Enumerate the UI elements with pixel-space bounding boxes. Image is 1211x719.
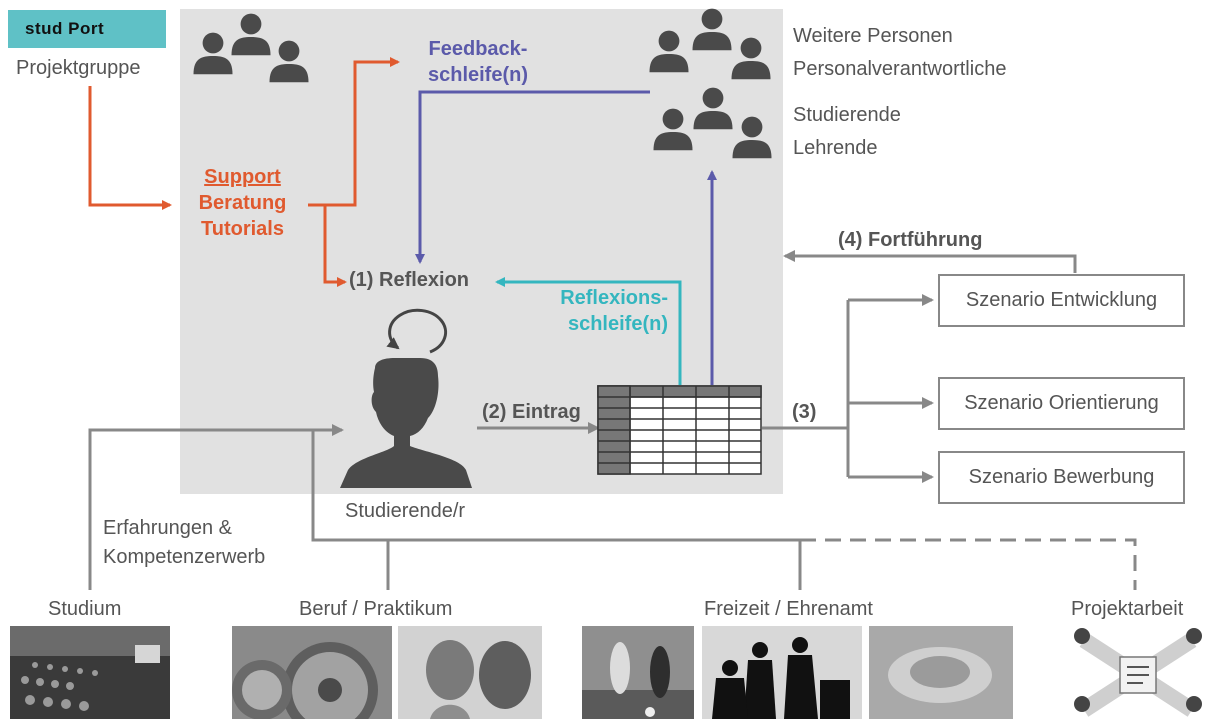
band-photo [702, 626, 862, 719]
arrow-studium-student [88, 424, 344, 590]
arrow-reflexion-loop [495, 277, 682, 385]
scenario-bewerbung: Szenario Bewerbung [938, 451, 1185, 504]
student-label: Studierende/r [345, 500, 466, 522]
entry-table-icon [597, 385, 762, 475]
support-label: Support Beratung Tutorials [185, 164, 300, 242]
scenario-bewerbung-label: Szenario Bewerbung [968, 466, 1155, 488]
entry-label: (2) Eintrag [482, 401, 581, 423]
studport-logo: stud Port [8, 10, 166, 48]
experience-line1: Erfahrungen & [103, 517, 232, 539]
reflexions-line2: schleife(n) [567, 313, 668, 335]
bottom-freizeit-label: Freizeit / Ehrenamt [704, 598, 873, 620]
continuation-label: (4) Fortführung [838, 229, 983, 251]
football-photo [582, 626, 694, 719]
experience-line2: Kompetenzerwerb [103, 546, 266, 568]
logo-text: stud Port [25, 19, 105, 38]
people-group-left-icon [193, 13, 309, 83]
reflexions-loop-label: Reflexions- schleife(n) [530, 285, 668, 337]
projektarbeit-icon [1070, 628, 1205, 719]
people-right-line4: Lehrende [793, 137, 878, 159]
bottom-projekt-label: Projektarbeit [1071, 598, 1184, 620]
arrow-support-reflexion [323, 205, 347, 287]
feedback-line2: schleife(n) [427, 64, 529, 86]
hands-photo [869, 626, 1013, 719]
arrow-fortfuehrung [783, 250, 1077, 273]
people-right-line1: Weitere Personen [793, 25, 953, 47]
bottom-studium-label: Studium [48, 598, 122, 620]
experience-bus [311, 430, 800, 542]
reflexion-cycle-icon [386, 308, 448, 354]
support-line3: Tutorials [201, 218, 284, 240]
gears-photo [232, 626, 392, 719]
scenario-entwicklung: Szenario Entwicklung [938, 274, 1185, 327]
scenario-orientierung: Szenario Orientierung [938, 377, 1185, 430]
people-group-right-top-icon [649, 8, 771, 80]
people-group-right-bottom-icon [653, 87, 772, 159]
feedback-loop-label: Feedback- schleife(n) [418, 36, 538, 88]
feedback-line1: Feedback- [428, 38, 528, 60]
people-right-line2: Personalverantwortliche [793, 58, 1007, 80]
project-group-label: Projektgruppe [16, 57, 141, 79]
scenario-orientierung-label: Szenario Orientierung [964, 392, 1159, 414]
step3-label: (3) [792, 401, 817, 423]
student-silhouette-icon [340, 358, 472, 488]
scenario-entwicklung-label: Szenario Entwicklung [965, 289, 1158, 311]
callcenter-photo [398, 626, 542, 719]
reflexion-label: (1) Reflexion [349, 269, 470, 291]
bottom-beruf-label: Beruf / Praktikum [299, 598, 453, 620]
studium-photo [10, 626, 170, 719]
people-right-line3: Studierende [793, 104, 901, 126]
reflexions-line1: Reflexions- [560, 287, 668, 309]
support-line2: Beratung [198, 192, 287, 214]
support-line1: Support [204, 166, 281, 188]
arrow-projektgruppe-support [88, 86, 172, 210]
arrow-feedback-loop [415, 90, 650, 264]
arrow-support-feedback [308, 57, 400, 207]
